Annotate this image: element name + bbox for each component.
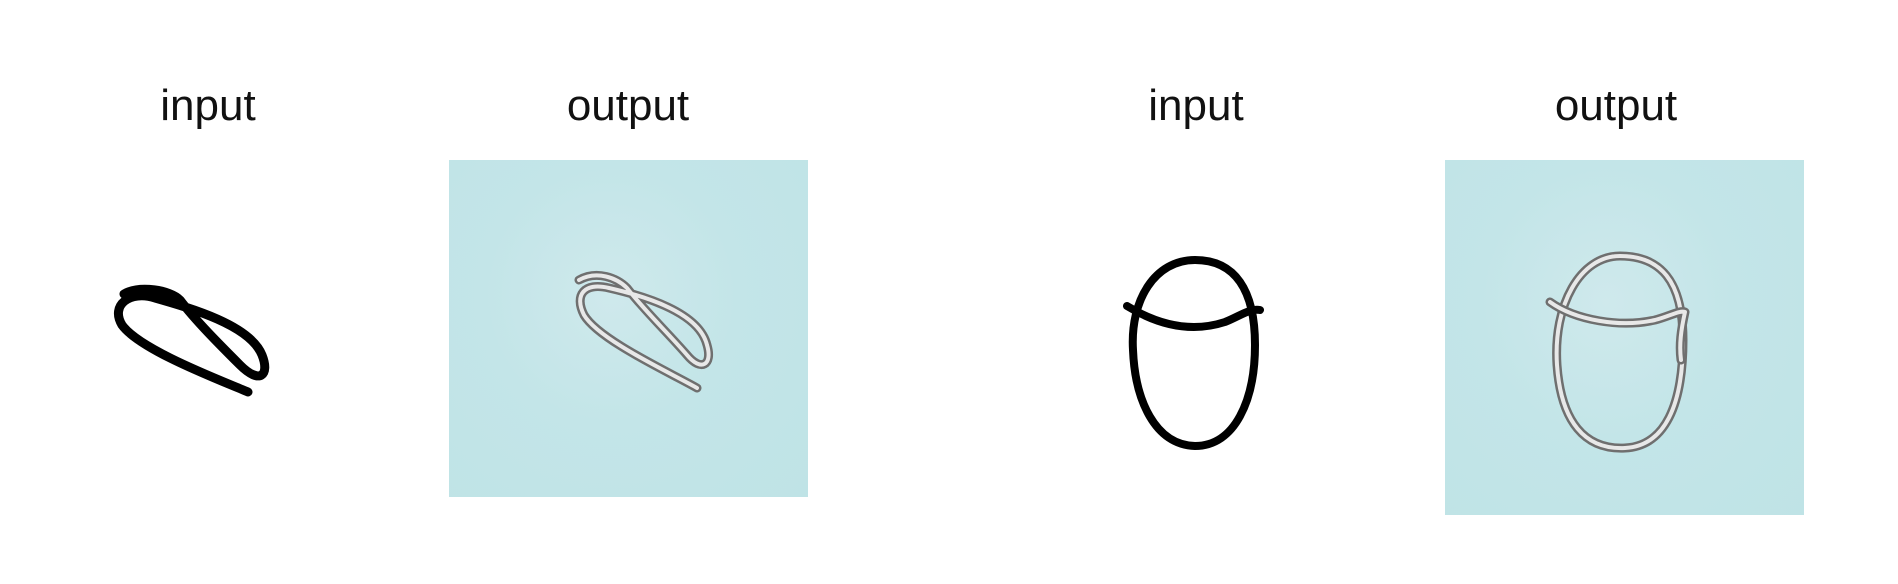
input-label-2: input [1148, 81, 1244, 130]
output-image-1 [449, 160, 808, 497]
loop-stroke-sketch [113, 284, 270, 397]
metal-wire-oval-render [1545, 251, 1690, 453]
output-label-2: output [1554, 81, 1678, 130]
input-sketch-1 [110, 270, 280, 400]
output-label-1: output [566, 81, 690, 130]
metal-wire-loop-render [574, 271, 713, 393]
input-sketch-2 [1115, 250, 1275, 460]
output-image-2 [1445, 160, 1804, 515]
input-label-1: input [160, 81, 256, 130]
oval-with-crossbar-sketch [1123, 256, 1264, 450]
